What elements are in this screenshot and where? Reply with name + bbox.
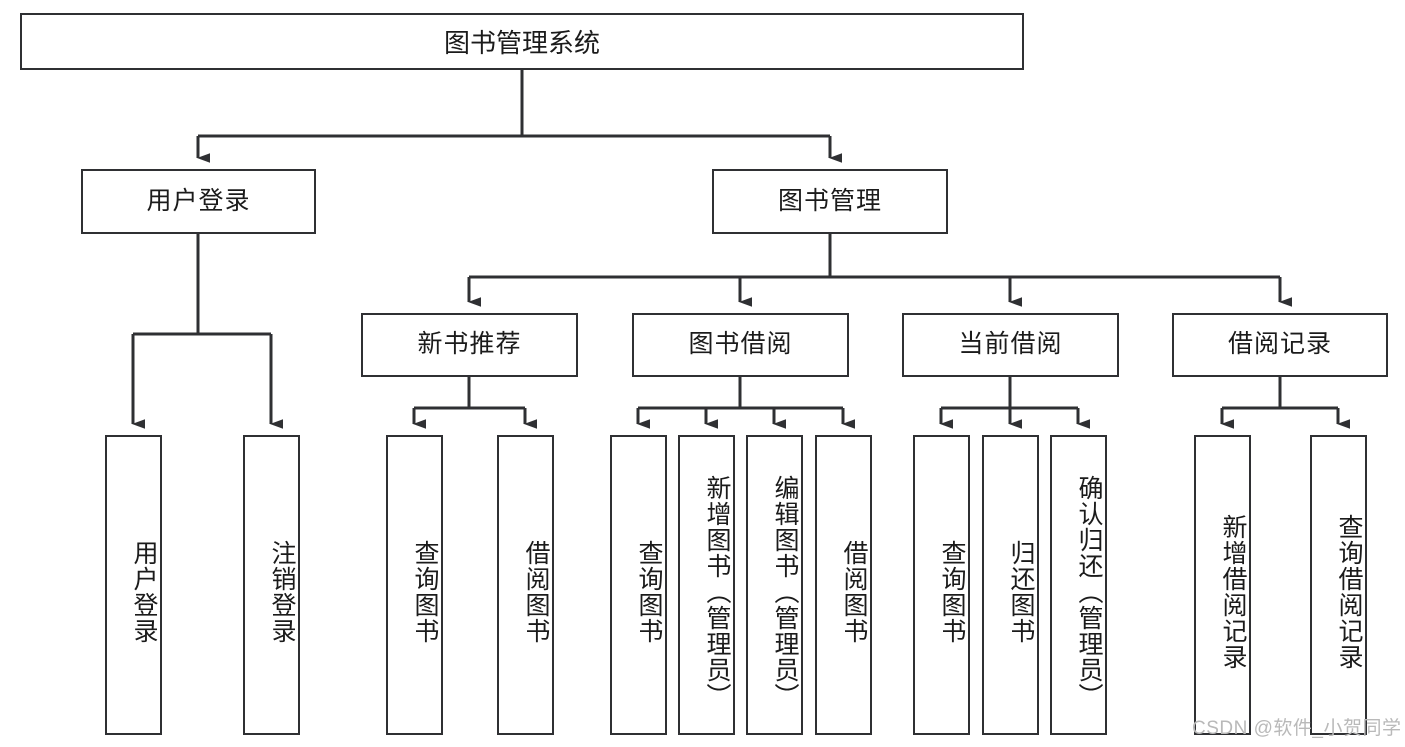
node-label: 当前借阅 (958, 330, 1063, 359)
node-label: 编辑图书（管理员） (771, 475, 799, 709)
node-root-book-management-system[interactable]: 图书管理系统 (20, 13, 1024, 70)
node-label: 用户登录 (130, 540, 158, 644)
node-label: 注销登录 (268, 540, 296, 644)
node-label: 借阅记录 (1227, 330, 1332, 359)
leaf-add-book-admin[interactable]: 新增图书（管理员） (678, 435, 735, 735)
node-user-login[interactable]: 用户登录 (81, 169, 316, 234)
leaf-borrow-books-recommendation[interactable]: 借阅图书 (497, 435, 554, 735)
node-label: 图书借阅 (688, 330, 793, 359)
leaf-query-books-recommendation[interactable]: 查询图书 (386, 435, 443, 735)
node-label: 新增借阅记录 (1219, 514, 1247, 670)
node-label: 归还图书 (1007, 540, 1035, 644)
leaf-edit-book-admin[interactable]: 编辑图书（管理员） (746, 435, 803, 735)
leaf-query-books-borrowing[interactable]: 查询图书 (610, 435, 667, 735)
node-label: 查询图书 (635, 540, 663, 644)
leaf-query-borrow-record[interactable]: 查询借阅记录 (1310, 435, 1367, 735)
node-current-borrowing[interactable]: 当前借阅 (902, 313, 1119, 377)
leaf-logout[interactable]: 注销登录 (243, 435, 300, 735)
leaf-add-borrow-record[interactable]: 新增借阅记录 (1194, 435, 1251, 735)
leaf-return-books[interactable]: 归还图书 (982, 435, 1039, 735)
node-book-borrowing[interactable]: 图书借阅 (632, 313, 849, 377)
leaf-query-books-current[interactable]: 查询图书 (913, 435, 970, 735)
node-label: 查询图书 (938, 540, 966, 644)
node-label: 借阅图书 (522, 540, 550, 644)
node-label: 借阅图书 (840, 540, 868, 644)
node-label: 查询借阅记录 (1335, 514, 1363, 670)
node-label: 图书管理系统 (443, 28, 600, 58)
leaf-borrow-books-borrowing[interactable]: 借阅图书 (815, 435, 872, 735)
node-book-management[interactable]: 图书管理 (712, 169, 948, 234)
node-label: 确认归还（管理员） (1075, 475, 1103, 709)
node-label: 用户登录 (146, 186, 251, 215)
node-label: 图书管理 (777, 186, 882, 215)
watermark: CSDN @软件_小贺同学 (1192, 718, 1402, 739)
leaf-user-login[interactable]: 用户登录 (105, 435, 162, 735)
node-label: 新书推荐 (417, 330, 522, 359)
node-new-book-recommendation[interactable]: 新书推荐 (361, 313, 578, 377)
leaf-confirm-return-admin[interactable]: 确认归还（管理员） (1050, 435, 1107, 735)
node-borrowing-records[interactable]: 借阅记录 (1172, 313, 1388, 377)
node-label: 查询图书 (411, 540, 439, 644)
node-label: 新增图书（管理员） (703, 475, 731, 709)
